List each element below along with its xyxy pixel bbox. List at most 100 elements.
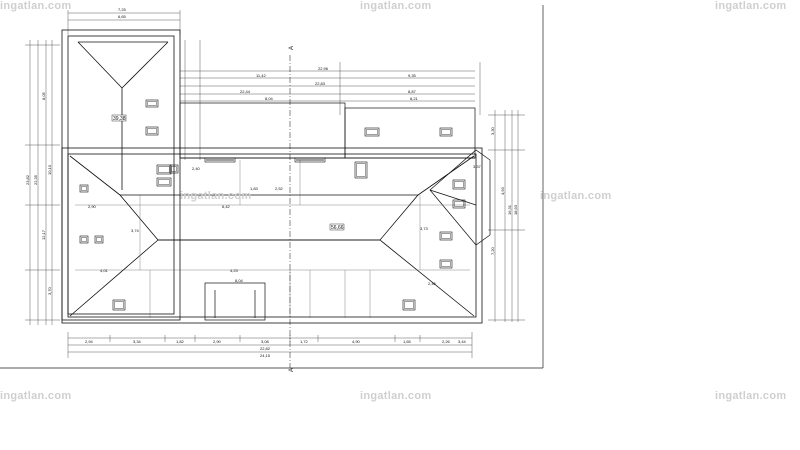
left-dimension-lines [25,40,60,325]
window [294,157,326,163]
dim-bottom-segment: 1,82 [176,339,185,344]
window-pane [147,101,157,106]
dim-overall: 22,96 [318,66,329,71]
watermark-1: ingatlan.com [0,0,72,12]
watermark-2: ingatlan.com [360,0,432,12]
watermark-3: ingatlan.com [715,0,787,12]
dim-interior: 3,73 [420,226,429,231]
window [354,161,368,179]
dim-bottom-segment: 2,26 [442,339,451,344]
window-pane [441,233,451,239]
room-area-left-wing: 39,38 [113,116,126,122]
interior-guides [75,160,470,318]
dim-right-sub: 16,31 [507,204,512,215]
dim-interior: 6,42 [222,204,231,209]
dim-interior: 1,83 [250,186,259,191]
window [145,99,159,108]
dim-bottom-segment: 3,44 [458,339,467,344]
window-pane [158,166,170,173]
watermark-7: ingatlan.com [360,390,432,402]
top-dimension-lines [67,10,481,160]
dim-row1: 11,42 [256,73,266,78]
dim-bottom-segment: 4,90 [352,339,361,344]
window [204,157,236,163]
window [402,299,416,311]
window-pane [81,186,87,191]
window [156,164,172,175]
dim-right-b: 7,20 [490,246,495,255]
window [364,127,380,137]
dim-interior: 3,37 [473,164,482,169]
window-pane [81,237,87,242]
dim-bottom-subtotal: 22,82 [260,346,271,351]
window-pane [147,128,157,134]
window [439,127,453,137]
window [452,199,466,209]
window-pane [158,179,170,185]
dim-left-a: 8,05 [41,91,46,100]
dim-left-total: 23,82 [25,174,30,185]
window-pane [454,201,464,207]
bottom-segment-labels: 2,94 3,34 1,82 2,90 3,08 1,72 4,90 1,65 2,26 3,44 [85,339,467,344]
dim-bottom-segment: 2,94 [85,339,94,344]
window-pane [114,301,124,309]
window-pane [96,237,102,242]
dim-left-c: 10,10 [47,164,52,175]
watermark-8: ingatlan.com [715,390,787,402]
window [79,184,89,193]
window [112,299,126,311]
window [439,259,453,269]
window-pane [296,159,324,161]
dim-interior: 2,90 [88,204,97,209]
dim-row4: 8,04 [265,96,274,101]
dim-sub-width: 6,65 [118,14,127,19]
right-dimension-lines [488,110,525,322]
main-body-roof [61,147,483,324]
window [79,235,89,244]
entrance-portico [204,282,266,321]
dim-bottom-total: 24,15 [260,353,271,358]
bottom-dimension-lines [67,332,473,358]
dim-bottom-segment: 1,72 [300,339,309,344]
window [145,126,159,136]
dim-bottom-segment: 3,08 [261,339,270,344]
window [169,164,179,174]
window [439,231,453,241]
room-tag-main-box [329,223,345,231]
window-pane [206,159,234,161]
dim-row1-right: 9,35 [408,73,417,78]
dim-interior: 2,40 [192,166,201,171]
dim-left-sub: 22,35 [33,174,38,185]
window [94,235,104,244]
window-pane [454,181,464,188]
dim-interior: 4,01 [100,268,109,273]
dim-right-c: 4,93 [500,186,505,195]
dim-interior: 2,52 [275,186,284,191]
dim-left-d: 3,70 [47,286,52,295]
window-pane [441,129,451,135]
top-connector-block [179,102,476,159]
dim-bottom-segment: 2,90 [213,339,222,344]
dim-bottom-segment: 1,65 [403,339,412,344]
windows [79,99,466,311]
room-area-main-hall: 56,66 [331,225,344,231]
room-tag-left-box [111,114,127,122]
dim-row3: 22,44 [240,89,251,94]
watermark-4: ingatlan.com [180,190,252,202]
window [156,177,172,187]
window [452,179,466,190]
dim-total-width: 7,25 [118,7,127,12]
dim-interior: 3,74 [131,228,140,233]
watermark-5: ingatlan.com [540,190,612,202]
dim-bottom-segment: 3,34 [133,339,142,344]
window-pane [171,166,177,172]
dim-interior: 2,45 [428,281,437,286]
dim-row2: 22,83 [315,81,326,86]
dim-row4-right: 8,21 [410,96,419,101]
dim-left-b: 12,17 [41,229,46,240]
dim-row3-right: 8,87 [408,89,417,94]
dim-interior: 8,04 [235,278,244,283]
left-wing-roof [61,29,181,321]
